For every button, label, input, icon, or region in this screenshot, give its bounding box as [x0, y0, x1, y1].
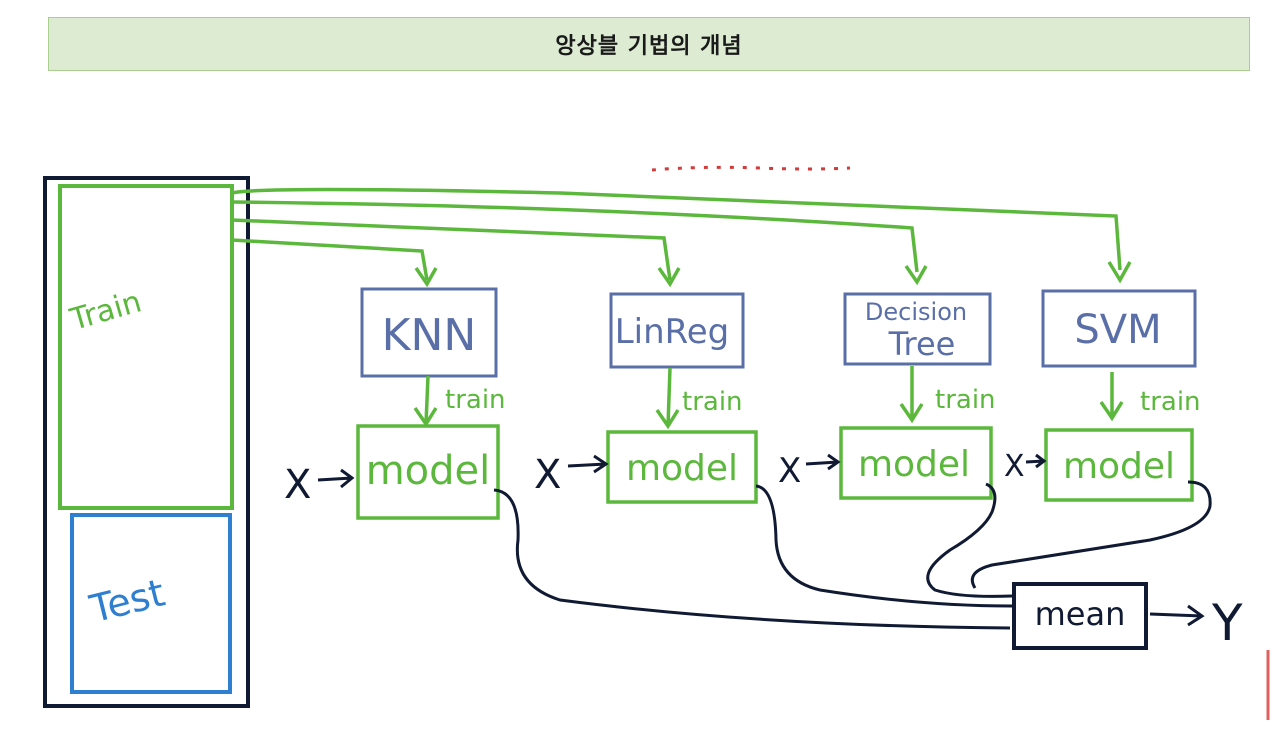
algo-box-linreg — [609, 292, 745, 369]
algo-label-knn: KNN — [382, 310, 477, 361]
feed-line-linreg — [231, 218, 672, 281]
model-labels: model model model model — [366, 444, 1175, 494]
input-arrow-linreg — [567, 454, 609, 474]
inputs: X X X X — [284, 449, 1025, 508]
feed-arrowheads — [414, 261, 1132, 288]
title-banner: 앙상블 기법의 개념 — [48, 17, 1250, 71]
arrowhead-tree — [904, 265, 928, 286]
algo-label-linreg: LinReg — [615, 312, 730, 352]
model-box-linreg — [606, 430, 758, 504]
input-label-svm: X — [1004, 449, 1025, 484]
output-line-svm — [970, 480, 1212, 589]
input-label-linreg: X — [534, 452, 561, 498]
train-arrows — [413, 366, 1124, 430]
arrowhead-linreg — [657, 267, 681, 288]
train-arrow-knn — [413, 375, 438, 428]
model-label-linreg: model — [626, 448, 738, 489]
algorithm-boxes — [360, 287, 1197, 378]
model-box-tree — [839, 426, 993, 500]
input-arrow-knn — [317, 468, 355, 489]
output-arrow — [1149, 604, 1205, 627]
model-label-svm: model — [1063, 446, 1175, 487]
algo-label-svm: SVM — [1074, 307, 1161, 353]
output-line-knn — [493, 488, 1011, 630]
test-region — [70, 513, 232, 694]
algorithm-labels: KNN LinReg Decision Tree SVM — [382, 298, 1162, 363]
feed-line-tree — [231, 200, 919, 273]
algo-box-tree — [843, 292, 992, 366]
output-line-linreg — [755, 484, 1013, 608]
train-step-label-linreg: train — [682, 387, 743, 417]
input-arrows — [317, 453, 1047, 489]
algo-label-tree-line2: Tree — [888, 325, 956, 363]
train-labels: train train train train — [445, 385, 1201, 417]
training-data-feeds — [231, 187, 1122, 281]
train-arrow-svm — [1099, 372, 1124, 422]
train-arrow-linreg — [655, 367, 680, 430]
train-step-label-tree: train — [935, 385, 996, 415]
model-boxes — [356, 424, 1194, 520]
red-scribble-mark — [651, 165, 851, 172]
model-label-knn: model — [366, 448, 491, 494]
page-title: 앙상블 기법의 개념 — [555, 34, 743, 59]
feed-line-svm — [231, 187, 1122, 271]
feed-line-knn — [231, 238, 429, 281]
aggregation-lines — [493, 480, 1212, 630]
input-label-knn: X — [284, 462, 311, 508]
arrowhead-svm — [1107, 261, 1132, 284]
test-label: Test — [85, 570, 169, 631]
train-label: Train — [66, 284, 146, 338]
output-label: Y — [1211, 594, 1243, 652]
train-step-label-svm: train — [1140, 387, 1201, 417]
model-box-knn — [356, 424, 500, 520]
dataset-box — [43, 176, 250, 708]
output-line-tree — [926, 482, 1013, 598]
input-arrow-svm — [1025, 453, 1047, 469]
mean-label: mean — [1035, 595, 1126, 633]
algo-box-knn — [360, 287, 498, 378]
arrowhead-knn — [414, 267, 438, 288]
train-region — [58, 184, 234, 510]
input-label-tree: X — [778, 451, 801, 491]
algo-label-tree-line1: Decision — [865, 298, 967, 326]
train-arrow-tree — [899, 366, 924, 424]
algo-box-svm — [1041, 289, 1197, 368]
train-step-label-knn: train — [445, 385, 506, 415]
model-label-tree: model — [858, 444, 970, 485]
input-arrow-tree — [805, 453, 841, 471]
mean-box — [1012, 582, 1148, 650]
model-box-svm — [1044, 428, 1194, 502]
